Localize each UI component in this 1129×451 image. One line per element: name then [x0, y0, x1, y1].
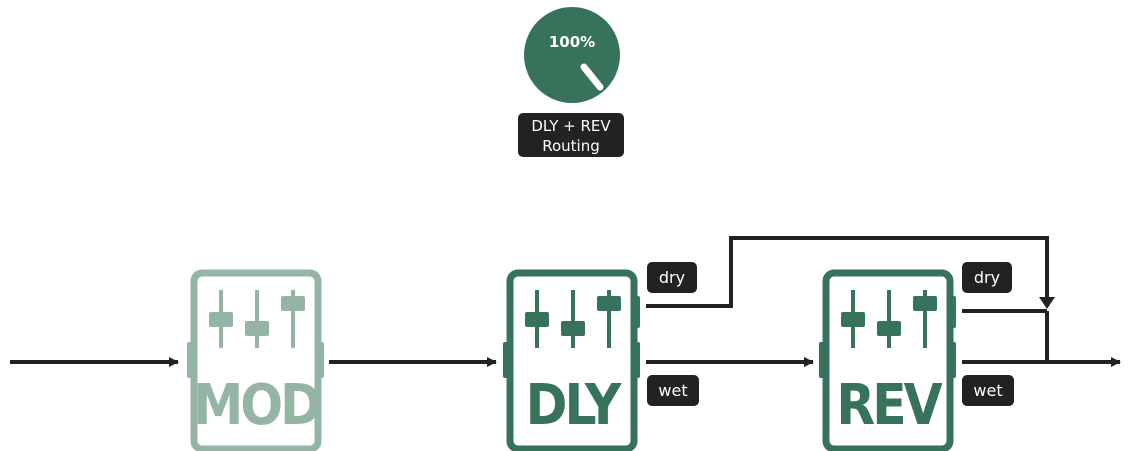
label-rev-dry-text: dry: [974, 268, 1000, 287]
label-rev-wet-text: wet: [973, 381, 1002, 400]
label-rev-dry: dry: [962, 262, 1012, 293]
dry-merge-arrowhead: [1039, 297, 1055, 309]
routing-caption: DLY + REV Routing: [518, 113, 624, 157]
knob-value-label: 100%: [549, 33, 595, 51]
pedal-mod-label: MOD: [193, 373, 320, 438]
knob-indicator: [580, 63, 604, 91]
pedal-rev-slider-caps: [841, 296, 937, 336]
label-dly-wet: wet: [647, 375, 699, 406]
pedal-dly-label: DLY: [526, 373, 622, 438]
pedal-mod[interactable]: MOD: [187, 269, 324, 451]
signal-lines: [10, 236, 1121, 367]
routing-caption-bg: [518, 113, 624, 157]
label-dly-dry-text: dry: [659, 268, 685, 287]
label-dly-dry: dry: [647, 262, 697, 293]
dly-dry-bypass-line: [646, 236, 1049, 308]
pedal-dly-slider-caps: [525, 296, 621, 336]
pedal-rev-label: REV: [836, 373, 942, 438]
routing-caption-line1: DLY + REV: [531, 117, 611, 135]
pedal-mod-slider-caps: [209, 296, 305, 336]
label-rev-wet: wet: [962, 375, 1014, 406]
pedal-rev[interactable]: REV: [819, 269, 956, 451]
routing-knob[interactable]: 100%: [524, 7, 620, 103]
routing-caption-line2: Routing: [542, 137, 600, 155]
knob-body[interactable]: [524, 7, 620, 103]
label-dly-wet-text: wet: [658, 381, 687, 400]
pedal-dly[interactable]: DLY: [503, 269, 640, 451]
